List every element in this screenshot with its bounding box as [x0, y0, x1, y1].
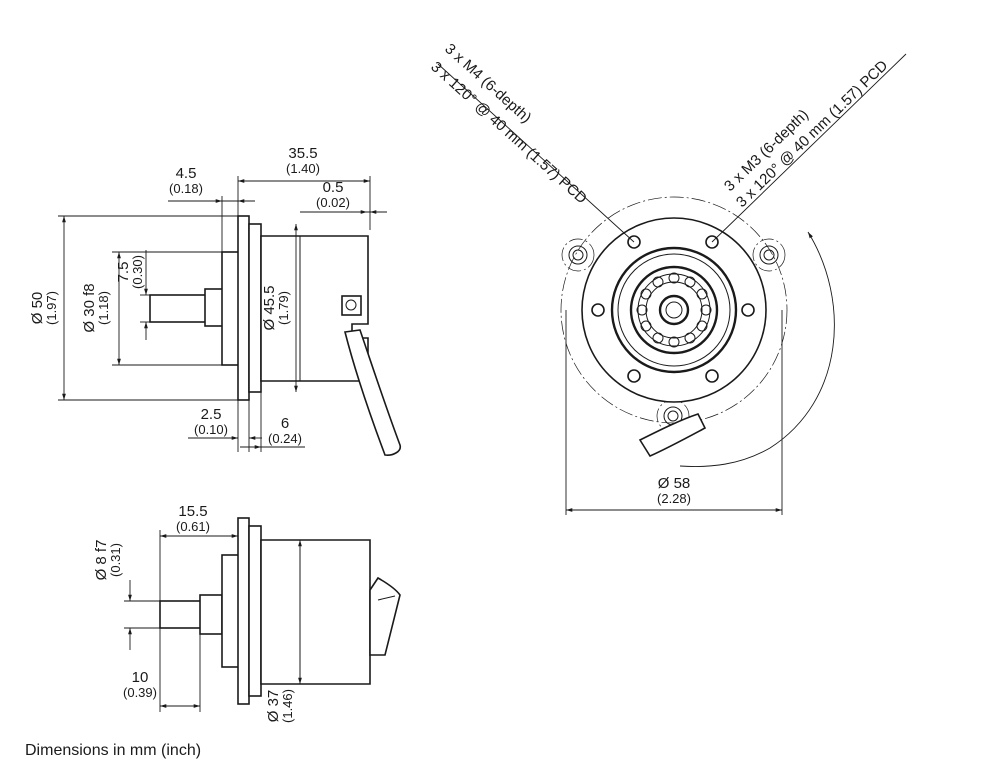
dim-d58: Ø 58	[658, 475, 691, 492]
dim-7-5-inch: (0.30)	[130, 255, 145, 289]
front-view: Ø 58 (2.28) 3 x M4 (6-depth) 3 x 120° @ …	[427, 40, 907, 515]
housing-bottom	[260, 539, 371, 685]
m3-leader	[711, 53, 907, 243]
dim-35-5: 35.5	[288, 145, 317, 162]
dim-15-5: 15.5	[178, 503, 207, 520]
dim-d45-5: Ø 45.5	[261, 285, 278, 330]
m4-hole-3	[627, 369, 641, 383]
dim-15-5-inch: (0.61)	[176, 519, 210, 534]
m3-hole-3	[705, 369, 719, 383]
dim-d8-inch: (0.31)	[108, 543, 123, 577]
m3-hole-2	[741, 303, 755, 317]
dim-d8: Ø 8 f7	[93, 540, 110, 581]
m4-hole-2	[591, 303, 605, 317]
connector-nut	[341, 295, 362, 316]
dim-4-5: 4.5	[176, 165, 197, 182]
m4-label-2: 3 x 120° @ 40 mm (1.57) PCD	[427, 58, 590, 207]
dim-0-5-inch: (0.02)	[316, 195, 350, 210]
dim-d45-5-inch: (1.79)	[276, 291, 291, 325]
dim-d58-inch: (2.28)	[657, 491, 691, 506]
dim-d50-inch: (1.97)	[44, 291, 59, 325]
dim-d30-inch: (1.18)	[96, 291, 111, 325]
flange-bottom	[237, 517, 250, 705]
cable-front	[638, 413, 707, 458]
dim-d37: Ø 37	[265, 690, 282, 723]
m3-label-2: 3 x 120° @ 40 mm (1.57) PCD	[733, 57, 892, 211]
dim-d37-inch: (1.46)	[280, 689, 295, 723]
dim-10-inch: (0.39)	[123, 685, 157, 700]
bearing-ring	[629, 265, 719, 355]
rotation-arrow	[679, 231, 835, 467]
dim-d50: Ø 50	[29, 292, 46, 325]
spigot-ring	[610, 246, 738, 374]
shaft-end	[658, 294, 690, 326]
side-view: 35.5 (1.40) 4.5 (0.18) 0.5 (0.02) Ø 50 (…	[29, 145, 402, 456]
flange-front	[581, 217, 767, 403]
dim-7-5: 7.5	[115, 262, 132, 283]
flange	[237, 215, 250, 401]
dim-2-5: 2.5	[201, 406, 222, 423]
m4-leader	[437, 63, 635, 243]
shaft-small-collar	[199, 594, 223, 635]
dim-6-inch: (0.24)	[268, 431, 302, 446]
cable-bottom	[369, 576, 401, 656]
dim-0-5: 0.5	[323, 179, 344, 196]
dim-2-5-inch: (0.10)	[194, 422, 228, 437]
caption: Dimensions in mm (inch)	[25, 742, 202, 759]
clamp-lobe-left	[561, 238, 595, 272]
clamp-lobe-right	[752, 238, 786, 272]
dim-d30: Ø 30 f8	[81, 283, 98, 332]
flange-step-bottom	[248, 525, 262, 697]
shaft-view: 15.5 (0.61) Ø 8 f7 (0.31) 10 (0.39) Ø 37…	[93, 503, 401, 723]
bearing-balls	[636, 272, 712, 348]
dim-6: 6	[281, 415, 289, 432]
dim-4-5-inch: (0.18)	[169, 181, 203, 196]
dim-10: 10	[132, 669, 149, 686]
dim-35-5-inch: (1.40)	[286, 161, 320, 176]
flange-step	[248, 223, 262, 393]
cable-side	[344, 329, 402, 456]
